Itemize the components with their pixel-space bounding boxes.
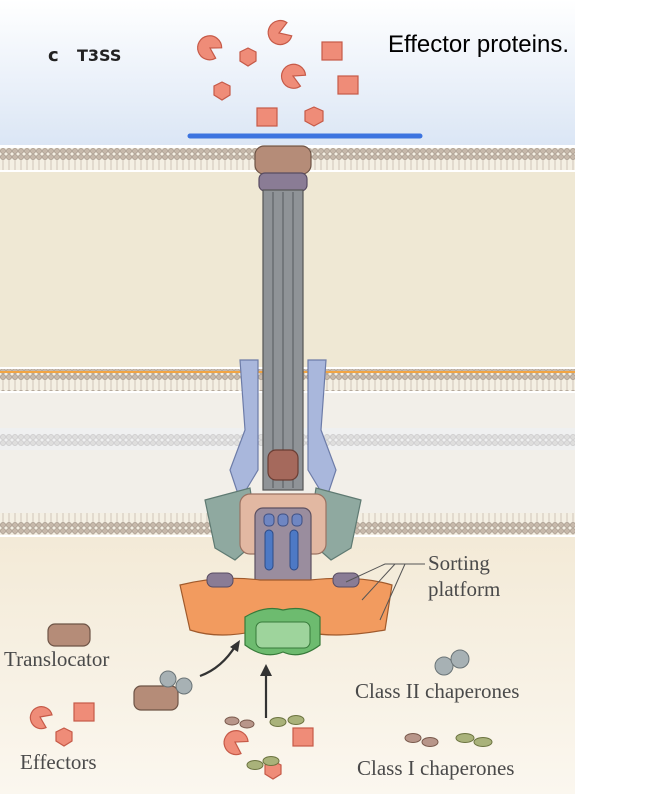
chaperone-grey-icon (159, 670, 177, 688)
effector-pacman-icon (280, 63, 307, 89)
sorting-platform (179, 577, 393, 636)
label-class1-chaperones: Class I chaperones (357, 756, 514, 780)
effector-pacman-icon (197, 35, 223, 61)
label-sorting-line2: platform (428, 577, 500, 601)
class1-chaperone-icon (473, 737, 493, 747)
pod-left (206, 572, 234, 588)
effector-chaperone-complexes (223, 715, 314, 780)
tip-complex (254, 145, 312, 175)
socket (267, 449, 299, 481)
class1-chaperone-icon (421, 737, 439, 747)
label-sorting-line1: Sorting (428, 551, 490, 575)
effector-square-icon (73, 702, 95, 722)
tip-ring (258, 172, 308, 192)
secreted-effectors (197, 20, 359, 127)
pod-right (332, 572, 360, 588)
translocator-icon (47, 623, 91, 647)
callout-text: Effector proteins. (388, 31, 569, 58)
chaperone-grey-icon (175, 677, 193, 695)
effector-hexagon-icon (239, 47, 257, 67)
label-class2-chaperones: Class II chaperones (355, 679, 519, 703)
label-translocator: Translocator (4, 647, 109, 671)
panel-title: T3SS (77, 46, 121, 65)
effector-square-icon (256, 107, 278, 127)
effector-pacman-icon (29, 706, 53, 730)
class2-chaperone-icon (434, 656, 454, 676)
effector-square-icon (321, 41, 343, 61)
class2-chaperone-icon (450, 649, 470, 669)
sorting-callout-lines (345, 563, 425, 621)
effector-square-icon (337, 75, 359, 95)
panel-letter: c (48, 45, 59, 66)
class1-chaperone-icon (455, 733, 475, 743)
effector-hexagon-icon (304, 106, 324, 127)
effector-hexagon-icon (213, 81, 231, 101)
translocator-complex (133, 685, 179, 711)
effector-hexagon-icon (55, 727, 73, 747)
class1-chaperone-icon (404, 733, 422, 743)
effector-pacman-icon (267, 20, 293, 46)
label-effectors: Effectors (20, 750, 97, 774)
